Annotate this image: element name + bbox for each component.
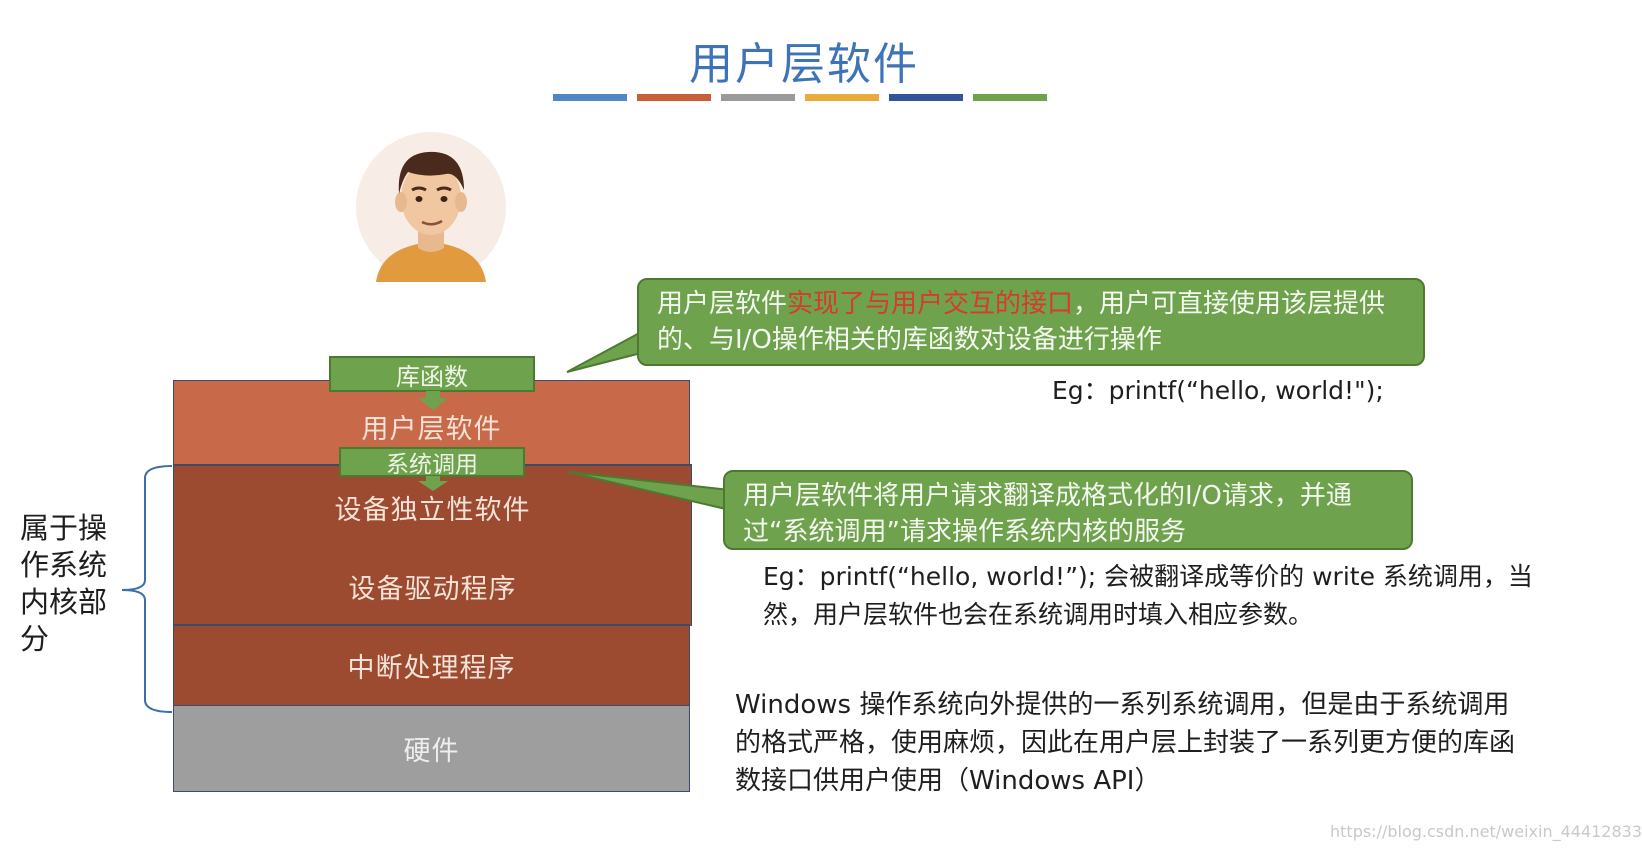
callout1-text-a: 用户层软件 — [657, 289, 788, 319]
device-independent-software-label: 设备独立性软件 — [334, 495, 531, 526]
underline-bar-gray — [721, 94, 795, 101]
kernel-part-label: 属于操作系统内核部分 — [20, 511, 108, 656]
page-title: 用户层软件 — [689, 39, 919, 90]
system-call-callout: 用户层软件将用户请求翻译成格式化的I/O请求，并通过“系统调用”请求操作系统内核… — [723, 470, 1413, 550]
diagram-connectors — [121, 328, 731, 713]
user-software-label: 用户层软件 — [361, 414, 502, 445]
windows-api-note: Windows 操作系统向外提供的一系列系统调用，但是由于系统调用的格式严格，使… — [735, 690, 1516, 796]
hardware-layer: 硬件 — [173, 706, 690, 792]
example-printf-1: Eg：printf(“hello, world!"); — [1052, 376, 1384, 405]
title-underline-bars — [553, 94, 1047, 101]
callout2-pointer — [567, 471, 731, 512]
callout1-text-b: ，用户可直接使用该层提供的、与I/O操作相关的库函数对设备进行操作 — [657, 289, 1386, 355]
interrupt-handler-label: 中断处理程序 — [347, 653, 516, 684]
underline-bar-blue — [553, 94, 627, 101]
device-driver-label: 设备驱动程序 — [348, 574, 517, 605]
underline-bar-orange — [637, 94, 711, 101]
syscall-down-arrow-icon — [418, 476, 448, 491]
watermark: https://blog.csdn.net/weixin_44412833 — [1330, 822, 1642, 841]
person-avatar-icon — [356, 132, 506, 282]
interrupt-handler-layer: 中断处理程序 — [173, 624, 690, 706]
underline-bar-yellow — [805, 94, 879, 101]
kernel-layer: 设备独立性软件 设备驱动程序 — [173, 464, 692, 626]
example-printf-write: Eg：printf(“hello, world!”); 会被翻译成等价的 wri… — [763, 562, 1533, 629]
callout1-pointer — [566, 328, 646, 373]
hardware-label: 硬件 — [403, 736, 460, 767]
kernel-bracket — [121, 465, 173, 713]
lib-down-arrow-icon — [418, 391, 448, 410]
library-function-tag: 库函数 — [329, 356, 535, 392]
underline-bar-navy — [889, 94, 963, 101]
underline-bar-green — [973, 94, 1047, 101]
callout1-text-highlight: 实现了与用户交互的接口 — [787, 289, 1074, 319]
user-interface-callout: 用户层软件实现了与用户交互的接口，用户可直接使用该层提供的、与I/O操作相关的库… — [637, 278, 1425, 366]
